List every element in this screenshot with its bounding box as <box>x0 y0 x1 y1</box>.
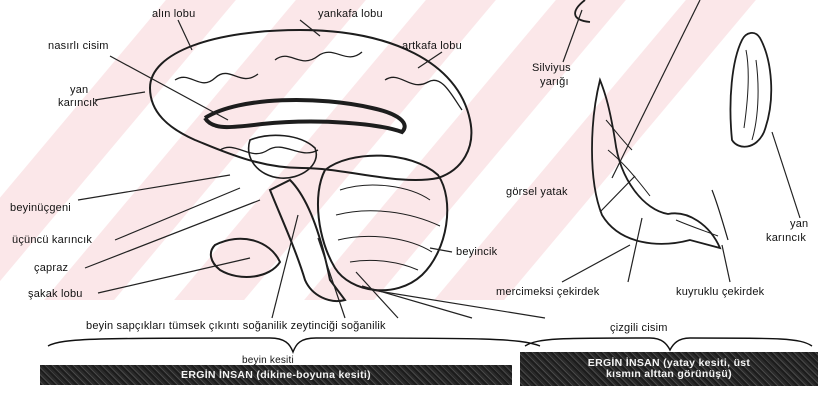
left-brace <box>48 338 540 352</box>
label-lentiform-nucleus: mercimeksi çekirdek <box>496 286 599 298</box>
right-figure-caption: ERGİN İNSAN (yatay kesiti, üst kısmın al… <box>520 352 818 386</box>
label-striatum: çizgili cisim <box>610 322 668 334</box>
cerebellum <box>318 156 447 291</box>
right-leader-lines <box>562 0 800 282</box>
label-thalamus: görsel yatak <box>506 186 568 198</box>
label-cerebellum: beyincik <box>456 246 497 258</box>
label-sylvian-fissure-line2: yarığı <box>540 76 569 88</box>
cortex-fold <box>385 77 462 110</box>
brain-sagittal-section <box>150 30 471 301</box>
cortex-fold <box>275 52 362 61</box>
label-lateral-ventricle-right-line1: yan <box>790 218 808 230</box>
label-frontal-lobe: alın lobu <box>152 8 195 20</box>
corpus-callosum <box>205 100 405 132</box>
label-temporal-lobe: şakak lobu <box>28 288 83 300</box>
brain-horizontal-section <box>575 0 771 248</box>
cerebrum-outline <box>150 30 471 180</box>
label-sylvian-fissure-line1: Silviyus <box>532 62 571 74</box>
left-figure-caption: ERGİN İNSAN (dikine-boyuna kesiti) <box>40 365 512 385</box>
frontal-edge <box>575 0 590 22</box>
label-third-ventricle: üçüncü karıncık <box>12 234 92 246</box>
caudate-texture <box>744 50 758 140</box>
cortex-fold <box>220 147 318 154</box>
cortex-fold <box>175 73 258 82</box>
temporal-lobe <box>211 239 280 277</box>
right-brace <box>525 338 812 350</box>
label-lateral-ventricle-line2: karıncık <box>58 97 98 109</box>
right-caption-line2: kısmın alttan görünüşü) <box>606 369 732 380</box>
caudate-nucleus <box>730 33 771 147</box>
ventricle-mark <box>712 190 728 240</box>
label-caudate-nucleus: kuyruklu çekirdek <box>676 286 764 298</box>
cerebellum-folia <box>336 185 440 270</box>
label-lateral-ventricle-line1: yan <box>70 84 88 96</box>
label-parietal-lobe: yankafa lobu <box>318 8 383 20</box>
label-brainstem-row: beyin sapçıkları tümsek çıkıntı soğanili… <box>86 320 386 332</box>
label-occipital-lobe: artkafa lobu <box>402 40 462 52</box>
label-optic-chiasm: çapraz <box>34 262 68 274</box>
lentiform-texture <box>606 120 718 236</box>
label-corpus-callosum: nasırlı cisim <box>48 40 109 52</box>
label-lateral-ventricle-right-line2: karıncık <box>766 232 806 244</box>
thalamus <box>249 135 317 178</box>
lentiform-nucleus <box>592 80 720 248</box>
label-hypothalamus: beyinüçgeni <box>10 202 71 214</box>
